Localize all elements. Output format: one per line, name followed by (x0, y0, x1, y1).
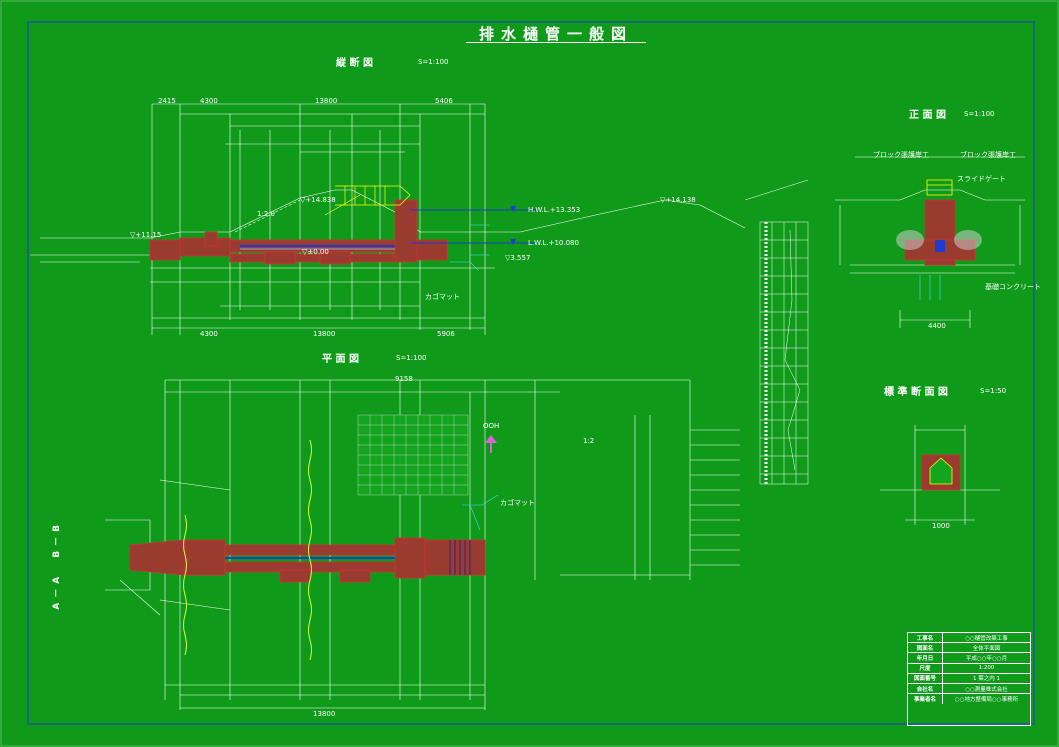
elevation-invert: ▽±0.00 (302, 248, 329, 256)
dim-bottom-right: 5906 (437, 330, 455, 338)
dim-top-4: 5406 (435, 97, 453, 105)
north-label: OOH (483, 422, 500, 430)
front-view-scale: S=1:100 (964, 110, 995, 118)
title-block-value: ○○地方整備局○○事務所 (954, 697, 1019, 704)
standard-section-scale: S=1:50 (980, 387, 1007, 395)
dim-top-2: 4300 (200, 97, 218, 105)
title-block-key: 工事名 (908, 633, 943, 643)
block-left-label: ブロック張護岸工 (873, 151, 929, 159)
title-block-key: 年月日 (908, 653, 943, 663)
slope-plan-label: 1:2 (583, 437, 595, 445)
dim-top-1: 2415 (158, 97, 176, 105)
title-block-row: 会社名 ○○測量株式会社 (908, 683, 1030, 695)
dim-plan-total: 13800 (313, 710, 336, 718)
title-block-value: 1:200 (978, 665, 995, 672)
plan-view-label: 平 面 図 (322, 354, 359, 365)
gate-label: スライドゲート (957, 175, 1006, 183)
front-view-label: 正 面 図 (909, 110, 946, 121)
kakomat-plan-label: カゴマット (500, 499, 535, 507)
title-block-value: ○○測量株式会社 (965, 686, 1008, 693)
elevation-outlet: ▽+11.15 (130, 231, 162, 239)
title-block-row: 図面番号 1 葉之内 1 (908, 673, 1030, 684)
elevation-crest: ▽+14.838 (300, 196, 336, 204)
dim-bottom-total: 13800 (313, 330, 336, 338)
title-block-value: 平成○○年○○月 (965, 655, 1008, 662)
elevation-apron: ▽3.557 (505, 254, 531, 262)
longitudinal-view-scale: S=1:100 (418, 58, 449, 66)
elevation-bank: ▽+14.138 (660, 196, 696, 204)
title-block-key: 図面番号 (908, 673, 943, 683)
title-block-key: 尺度 (908, 663, 943, 673)
dim-top-3: 13800 (315, 97, 338, 105)
title-block-row: 尺度 1:200 (908, 663, 1030, 674)
title-block-row: 図面名 全体平面図 (908, 643, 1030, 654)
title-underline (466, 42, 646, 43)
concrete-label: 基礎コンクリート (985, 283, 1041, 291)
title-block-key: 会社名 (908, 683, 943, 694)
title-block-value: ○○樋管改築工事 (965, 635, 1008, 642)
dim-plan-top: 9158 (395, 375, 413, 383)
title-block-key: 図面名 (908, 643, 943, 653)
dim-front-width: 4400 (928, 322, 946, 330)
lwl-label: L.W.L.+10.080 (528, 239, 579, 247)
standard-section-label: 標 準 断 面 図 (884, 387, 948, 398)
plan-view-scale: S=1:100 (396, 354, 427, 362)
title-block-row: 工事名 ○○樋管改築工事 (908, 633, 1030, 644)
slope-label: 1:2.0 (257, 210, 275, 218)
title-block-row: 事業者名 ○○地方整備局○○事務所 (908, 694, 1030, 705)
title-block-value: 1 葉之内 1 (973, 676, 1000, 683)
longitudinal-view-label: 縦 断 図 (336, 58, 373, 69)
drawing-title: 排水樋管一般図 (478, 25, 633, 43)
hwl-label: H.W.L.+13.353 (528, 206, 581, 214)
kakomat-label: カゴマット (425, 293, 460, 301)
title-block-key: 事業者名 (908, 694, 943, 705)
dim-standard-width: 1000 (932, 522, 950, 530)
title-block-value: 全体平面図 (972, 645, 1001, 652)
title-block: 工事名 ○○樋管改築工事 図面名 全体平面図 年月日 平成○○年○○月 尺度 1… (907, 632, 1031, 726)
title-block-row: 年月日 平成○○年○○月 (908, 653, 1030, 664)
dim-bottom-left: 4300 (200, 330, 218, 338)
block-right-label: ブロック張護岸工 (960, 151, 1016, 159)
